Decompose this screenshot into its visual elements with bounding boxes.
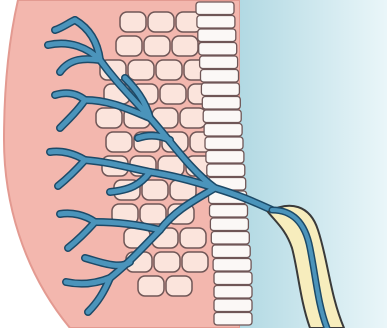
column-cell: [210, 205, 248, 218]
cell: [144, 36, 170, 56]
column-cell: [214, 286, 252, 299]
column-cell: [202, 97, 240, 110]
column-cell: [214, 272, 252, 285]
cell: [182, 252, 208, 272]
column-cell: [210, 218, 248, 231]
column-cell: [200, 56, 238, 69]
column-cell: [207, 164, 245, 177]
column-cell: [214, 313, 252, 326]
cell: [160, 84, 186, 104]
cell: [142, 180, 168, 200]
cell: [138, 276, 164, 296]
column-cell: [197, 16, 235, 29]
column-cell: [214, 299, 252, 312]
column-cell: [201, 70, 239, 83]
column-cell: [211, 232, 249, 245]
cell: [96, 108, 122, 128]
cell: [156, 60, 182, 80]
cell: [148, 12, 174, 32]
column-cell: [212, 245, 250, 258]
cell: [116, 36, 142, 56]
cell: [140, 204, 166, 224]
column-cell: [213, 259, 251, 272]
cell: [128, 60, 154, 80]
column-cell: [198, 29, 236, 42]
column-cell: [205, 137, 243, 150]
column-cell: [203, 110, 241, 123]
column-cell: [201, 83, 239, 96]
cell: [120, 12, 146, 32]
cell: [154, 252, 180, 272]
column-cell: [204, 124, 242, 137]
cell: [180, 108, 206, 128]
cell: [172, 36, 198, 56]
cell: [106, 132, 132, 152]
column-cell: [196, 2, 234, 15]
cell: [166, 276, 192, 296]
column-cell: [206, 151, 244, 164]
cell: [180, 228, 206, 248]
column-cell: [199, 43, 237, 56]
